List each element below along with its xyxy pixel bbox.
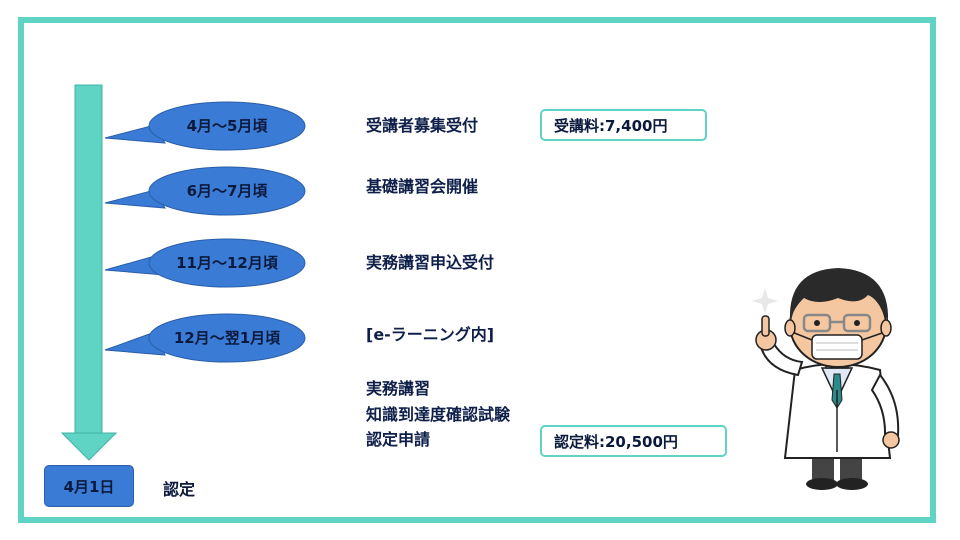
timeline-arrow — [60, 84, 118, 461]
sub-event-1: 実務講習 — [366, 379, 431, 398]
final-date: 4月1日 — [63, 477, 115, 496]
sub-event-3: 認定申請 — [366, 430, 431, 449]
event-text-4: [e-ラーニング内] — [366, 325, 495, 344]
fee-text-tuition: 受講料:7,400円 — [554, 116, 668, 135]
period-bubble-4 — [104, 313, 306, 363]
fee-box-tuition: 受講料:7,400円 — [540, 109, 707, 141]
doctor-pointing-mask-illustration — [752, 268, 900, 490]
event-text-1: 受講者募集受付 — [366, 116, 479, 135]
period-label-2: 6月～7月頃 — [186, 182, 268, 200]
period-label-1: 4月～5月頃 — [186, 117, 268, 135]
period-bubble-2 — [104, 166, 306, 216]
fee-box-certification: 認定料:20,500円 — [540, 425, 727, 457]
period-bubble-3 — [104, 238, 306, 288]
event-text-2: 基礎講習会開催 — [366, 177, 479, 196]
period-label-4: 12月～翌1月頃 — [173, 329, 281, 347]
period-bubble-1 — [104, 101, 306, 151]
event-text-3: 実務講習申込受付 — [366, 253, 495, 272]
period-label-3: 11月～12月頃 — [176, 254, 278, 272]
fee-text-certification: 認定料:20,500円 — [554, 432, 678, 451]
final-label: 認定 — [163, 480, 196, 499]
sub-event-2: 知識到達度確認試験 — [366, 405, 511, 424]
final-date-box: 4月1日 — [44, 465, 134, 507]
